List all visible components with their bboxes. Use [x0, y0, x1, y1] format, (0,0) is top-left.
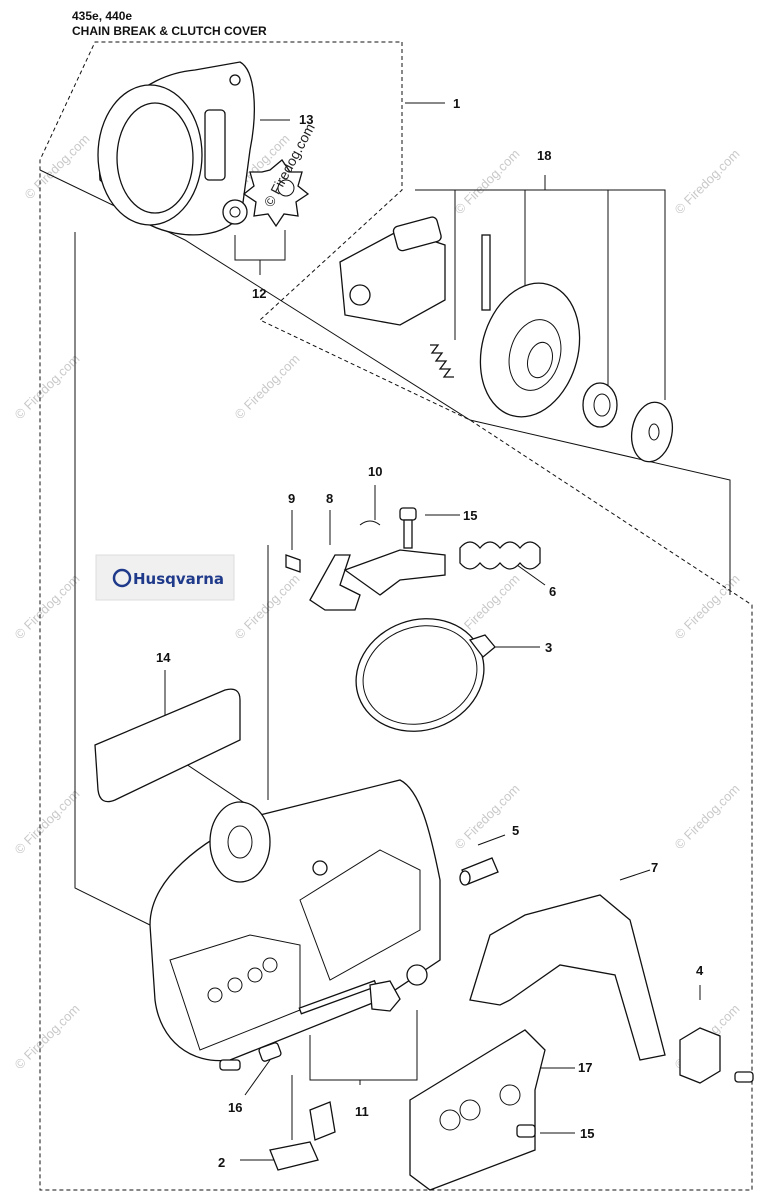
watermark-6: © Firedog.com: [232, 351, 303, 422]
part-5-pin: [459, 857, 499, 886]
husqvarna-decal: Husqvarna: [95, 554, 235, 601]
part-8-9-10-brake-linkage: [285, 520, 446, 611]
callout-5: 5: [512, 823, 519, 838]
callout-11: 11: [355, 1104, 369, 1119]
callouts: 1 2 3 4 5 6 7 8 9 10 11 12 13 14 15 15 1…: [156, 96, 704, 1170]
callout-18: 18: [537, 148, 551, 163]
callout-4: 4: [696, 963, 704, 978]
clutch-cover-body: [149, 779, 441, 1062]
part-6-spring: [459, 541, 541, 570]
watermark-11: © Firedog.com: [12, 786, 83, 857]
brand-label: Husqvarna: [133, 570, 224, 588]
part-16-screw: [219, 1042, 282, 1071]
watermark-13: © Firedog.com: [672, 781, 743, 852]
callout-15-lower: 15: [580, 1126, 594, 1141]
part-2-chain-catcher: [269, 1101, 336, 1171]
callout-7: 7: [651, 860, 658, 875]
callout-8: 8: [326, 491, 333, 506]
callout-17: 17: [578, 1060, 592, 1075]
watermark-14: © Firedog.com: [12, 1001, 83, 1072]
callout-13: 13: [299, 112, 313, 127]
part-3-brake-band: [355, 618, 496, 732]
watermark-10: © Firedog.com: [672, 571, 743, 642]
callout-2: 2: [218, 1155, 225, 1170]
callout-3: 3: [545, 640, 552, 655]
part-13-guard-housing: [97, 61, 255, 236]
callout-15-upper: 15: [463, 508, 477, 523]
model-label: 435e, 440e: [72, 9, 133, 23]
part-12-sprockets: [222, 159, 310, 228]
callout-14: 14: [156, 650, 171, 665]
section-label: CHAIN BREAK & CLUTCH COVER: [72, 24, 267, 38]
watermark-7: © Firedog.com: [12, 571, 83, 642]
part-4-bracket: [679, 1027, 754, 1084]
part-17-side-plate: [409, 1029, 546, 1191]
part-18-clutch-assembly: [339, 216, 674, 463]
callout-6: 6: [549, 584, 556, 599]
husqvarna-logo-icon: [112, 568, 132, 588]
callout-16: 16: [228, 1100, 242, 1115]
callout-9: 9: [288, 491, 295, 506]
callout-10: 10: [368, 464, 382, 479]
part-15-screw-lower: [516, 1124, 536, 1138]
watermark-8: © Firedog.com: [232, 571, 303, 642]
watermark-4: © Firedog.com: [672, 146, 743, 217]
part-15-screw-upper: [399, 507, 417, 549]
part-7-brake-handle: [469, 894, 666, 1061]
watermark-5: © Firedog.com: [12, 351, 83, 422]
watermark-1: © Firedog.com: [22, 131, 93, 202]
watermark-3: © Firedog.com: [452, 146, 523, 217]
callout-12: 12: [252, 286, 266, 301]
callout-1: 1: [453, 96, 460, 111]
part-11-adjuster: [298, 964, 428, 1015]
diagram-title: 435e, 440e CHAIN BREAK & CLUTCH COVER: [72, 9, 267, 39]
part-14-decal: [94, 688, 241, 803]
